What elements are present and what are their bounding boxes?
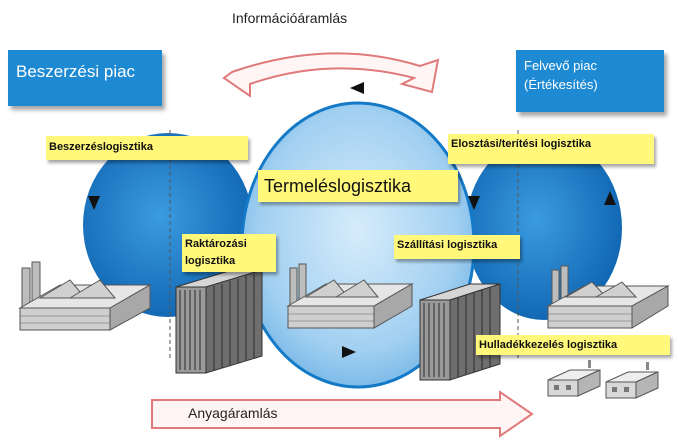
warehouse-icon	[175, 269, 263, 374]
loop-arrow-icon	[604, 191, 616, 205]
material-flow-label: Anyagáramlás	[188, 405, 278, 421]
sales-market-box: Felvevő piac (Értékesítés)	[516, 50, 664, 112]
loop-arrow-icon	[342, 346, 356, 358]
sales-market-label-line1: Felvevő piac	[524, 58, 597, 73]
factory-icon	[546, 265, 670, 329]
loop-arrow-icon	[468, 196, 480, 210]
transport-logistics-label: Szállítási logisztika	[394, 235, 520, 259]
material-flow-arrow-icon	[151, 390, 534, 438]
waste-logistics-label: Hulladékkezelés logisztika	[476, 335, 670, 355]
information-flow-arrow-icon	[222, 52, 440, 98]
factory-icon	[286, 263, 414, 329]
procurement-market-box: Beszerzési piac	[8, 50, 162, 106]
distribution-logistics-label: Elosztási/terítési logisztika	[448, 134, 654, 164]
loop-arrow-icon	[350, 82, 364, 94]
warehouse-icon	[419, 283, 501, 381]
sales-market-label-line2: (Értékesítés)	[524, 77, 598, 92]
procurement-logistics-label: Beszerzéslogisztika	[46, 136, 248, 160]
distribution-loop	[466, 136, 622, 320]
factory-icon	[18, 261, 152, 331]
house-icon	[547, 360, 601, 397]
house-icon	[605, 362, 659, 399]
procurement-market-label: Beszerzési piac	[16, 62, 136, 81]
loop-arrow-icon	[88, 196, 100, 210]
information-flow-label: Információáramlás	[232, 10, 348, 26]
production-logistics-label: Termeléslogisztika	[258, 170, 458, 202]
warehousing-logistics-label: Raktározási logisztika	[182, 234, 276, 272]
